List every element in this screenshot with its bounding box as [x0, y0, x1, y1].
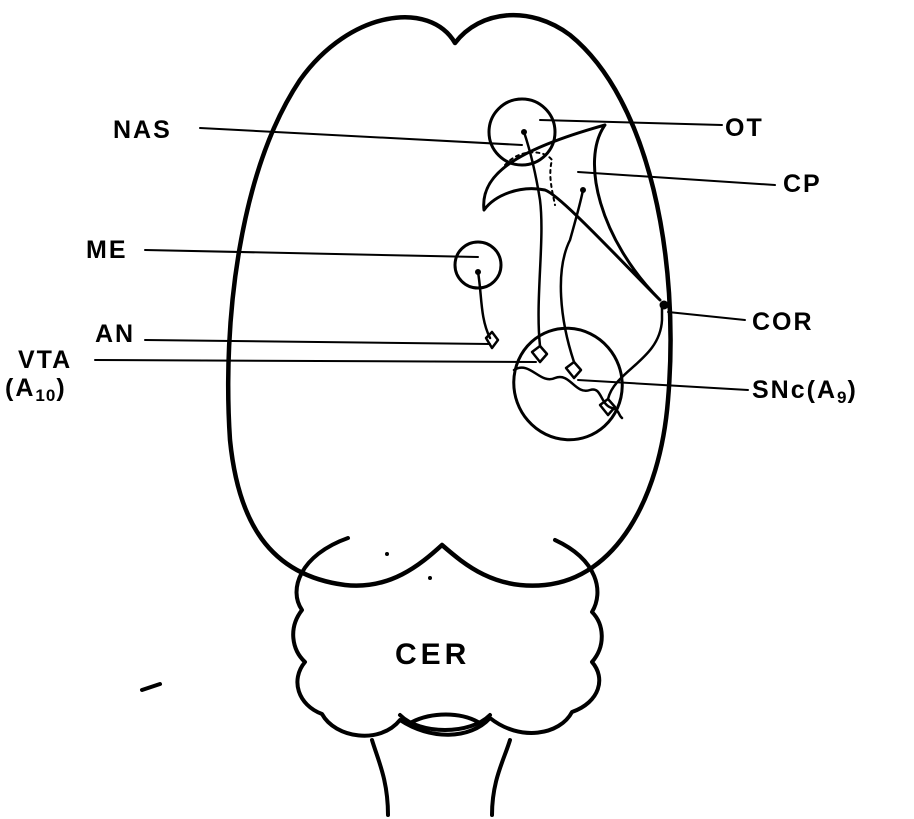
stray-dash — [142, 684, 160, 690]
leader-lines — [95, 120, 775, 390]
label-vta: VTA — [18, 348, 72, 373]
label-snc: SNc(A9) — [752, 378, 858, 403]
an-axon — [478, 272, 490, 338]
label-me: ME — [86, 238, 128, 263]
label-cer: CER — [395, 640, 470, 670]
label-cp: CP — [783, 172, 822, 197]
cor-terminal — [660, 301, 668, 309]
cp-neuron-terminal — [581, 188, 586, 193]
an-leader — [145, 340, 490, 344]
brain-outline — [228, 15, 670, 586]
snc-neuron-1 — [566, 362, 581, 378]
nigrostriatal-axon — [561, 190, 583, 362]
label-ot: OT — [725, 116, 764, 141]
vta-neuron — [532, 346, 547, 362]
cp-shape — [484, 125, 660, 300]
brainstem — [372, 715, 510, 816]
label-vta-a10-open: (A — [5, 374, 35, 402]
label-snc-main: SNc(A — [752, 376, 837, 404]
stray-dot — [386, 553, 389, 556]
label-snc-close: ) — [847, 376, 857, 404]
label-vta-a10-sub: 10 — [35, 386, 56, 405]
label-nas: NAS — [113, 118, 172, 143]
label-vta-a10: (A10) — [5, 376, 67, 401]
label-vta-a10-close: ) — [56, 374, 66, 402]
label-an: AN — [95, 322, 135, 347]
vta-leader — [95, 360, 536, 362]
cerebellum-outline — [293, 538, 602, 736]
stray-dot — [429, 577, 432, 580]
label-snc-sub: 9 — [837, 388, 847, 407]
cp-leader — [578, 172, 775, 185]
cor-leader — [668, 312, 745, 320]
me-circle — [455, 242, 501, 288]
snc-leader — [578, 380, 748, 390]
nas-leader — [200, 128, 522, 145]
me-leader — [145, 250, 478, 257]
label-cor: COR — [752, 310, 814, 335]
